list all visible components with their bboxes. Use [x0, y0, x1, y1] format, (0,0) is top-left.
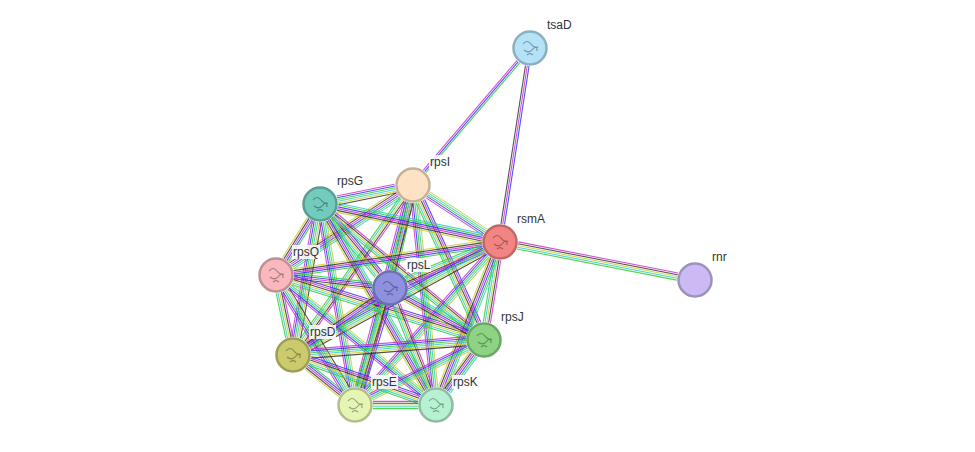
evidence-line [373, 408, 418, 409]
evidence-line [404, 301, 466, 336]
evidence-line [311, 344, 466, 356]
node-label: rpsD [309, 325, 336, 339]
node-circle [302, 186, 338, 222]
interaction-edge [517, 242, 678, 280]
node-circle [275, 337, 311, 373]
node-label: rpsK [452, 375, 479, 389]
interaction-edge [423, 61, 519, 173]
evidence-line [307, 297, 374, 344]
node-label: rnr [711, 250, 728, 264]
protein-node: rsmA [482, 224, 518, 260]
protein-node: rpsK [418, 387, 454, 423]
node-circle [482, 224, 518, 260]
node-circle [395, 167, 431, 203]
interaction-edge [306, 295, 377, 347]
evidence-line [306, 295, 373, 342]
evidence-line [373, 401, 418, 402]
evidence-line [426, 63, 520, 173]
evidence-line [430, 192, 487, 229]
interaction-edge [501, 66, 529, 225]
evidence-line [406, 296, 468, 331]
evidence-line [423, 61, 517, 171]
evidence-line [311, 342, 466, 354]
node-circle [337, 387, 373, 423]
evidence-line [310, 301, 377, 348]
evidence-line [517, 247, 677, 278]
interaction-edge [311, 337, 467, 358]
evidence-line [517, 249, 677, 280]
interaction-edge [373, 401, 418, 408]
evidence-line [308, 298, 375, 345]
node-circle [512, 30, 548, 66]
protein-node: rnr [677, 262, 713, 298]
interaction-edge [405, 245, 485, 285]
protein-node: rpsJ [466, 322, 502, 358]
evidence-line [311, 341, 466, 353]
evidence-line [518, 244, 678, 275]
evidence-line [425, 62, 519, 172]
evidence-line [404, 299, 466, 334]
protein-node: tsaD [512, 30, 548, 66]
node-label: rpsJ [500, 310, 525, 324]
protein-node: rpsG [302, 186, 338, 222]
evidence-line [305, 369, 339, 396]
evidence-line [338, 205, 483, 236]
node-label: rpsI [429, 155, 451, 169]
node-label: rpsL [406, 258, 431, 272]
evidence-line [309, 300, 376, 347]
evidence-line [373, 403, 418, 404]
node-label: tsaD [546, 18, 573, 32]
evidence-line [407, 294, 469, 329]
evidence-line [339, 203, 484, 234]
node-label: rpsQ [292, 245, 320, 259]
evidence-line [373, 404, 418, 405]
node-circle [372, 270, 408, 306]
interaction-edge [276, 292, 293, 338]
protein-node: rpsQ [258, 257, 294, 293]
evidence-line [306, 368, 340, 395]
protein-node: rpsD [275, 337, 311, 373]
evidence-line [276, 293, 286, 338]
protein-node: rpsI [395, 167, 431, 203]
node-circle [466, 322, 502, 358]
interaction-edge [404, 293, 471, 335]
evidence-line [501, 66, 525, 224]
evidence-line [503, 66, 527, 224]
evidence-line [311, 339, 466, 351]
node-label: rpsE [371, 375, 398, 389]
evidence-line [429, 193, 486, 230]
evidence-line [373, 406, 418, 407]
node-circle [677, 262, 713, 298]
node-label: rpsG [336, 174, 364, 188]
node-label: rsmA [516, 212, 546, 226]
evidence-line [338, 207, 483, 238]
evidence-line [505, 66, 529, 224]
evidence-line [327, 221, 425, 391]
evidence-line [311, 357, 420, 395]
evidence-line [518, 242, 678, 273]
evidence-line [405, 298, 467, 333]
evidence-line [518, 245, 678, 276]
node-circle [258, 257, 294, 293]
node-circle [418, 387, 454, 423]
protein-node: rpsE [337, 387, 373, 423]
protein-node: rpsL [372, 270, 408, 306]
evidence-line [408, 293, 470, 328]
